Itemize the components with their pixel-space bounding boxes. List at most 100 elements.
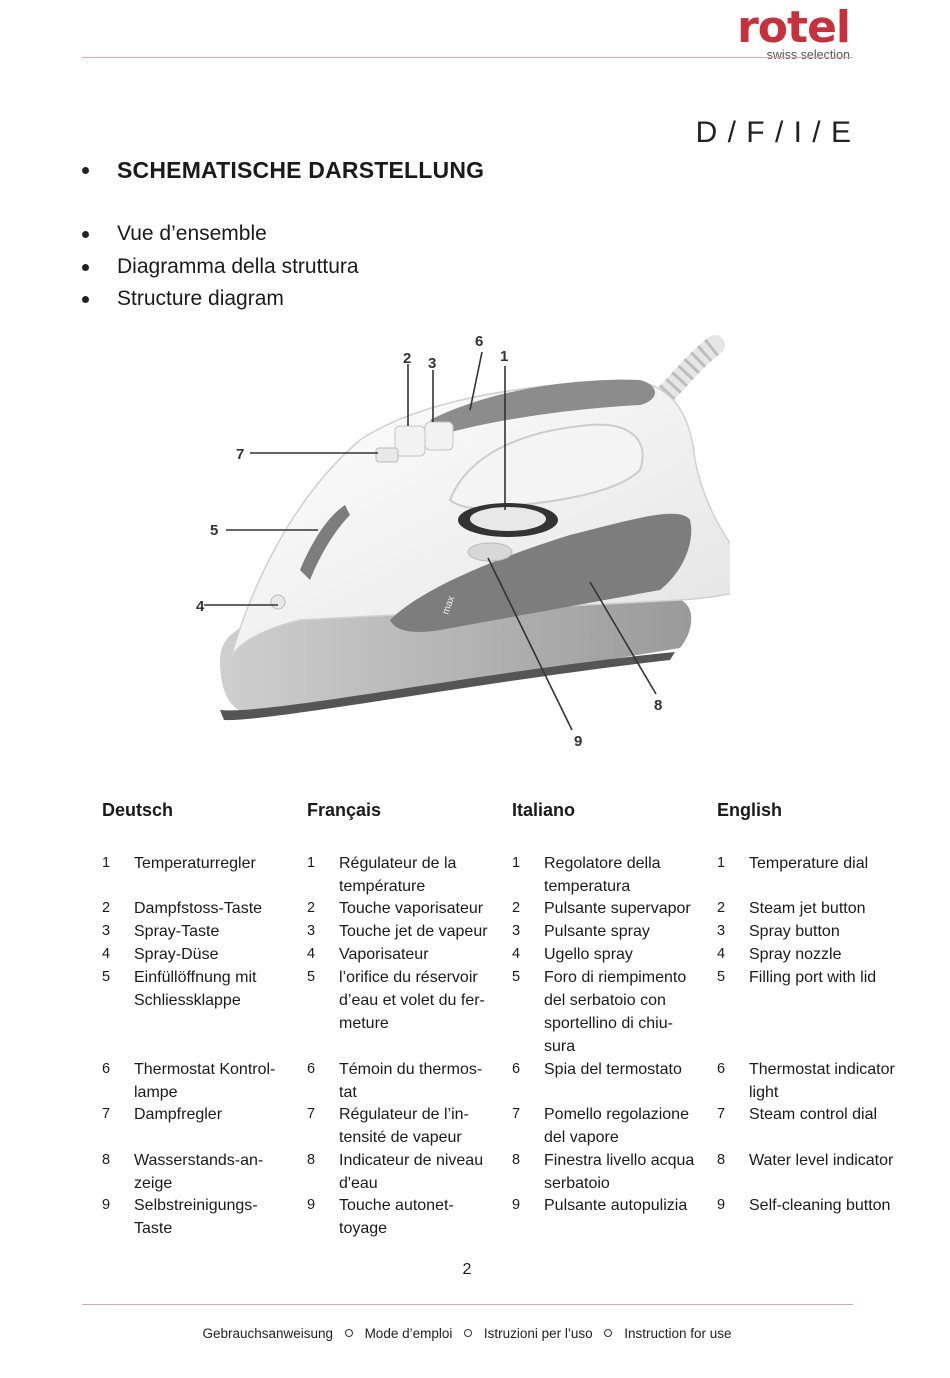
item-number: 1 bbox=[102, 855, 111, 871]
item-text: Régulateur de l’in-tensité de vapeur bbox=[339, 1106, 469, 1146]
callout-4: 4 bbox=[196, 598, 205, 615]
spray-nozzle bbox=[270, 594, 286, 610]
subheading-text: Structure diagram bbox=[117, 287, 284, 310]
filling-port bbox=[300, 505, 350, 580]
spray-button bbox=[424, 421, 454, 451]
item-text: Thermostat Kontrol-lampe bbox=[134, 1061, 276, 1101]
item-number: 6 bbox=[512, 1061, 521, 1077]
item-text: Touche vaporisateur bbox=[339, 900, 484, 917]
item-text: Thermostat indicator light bbox=[749, 1061, 895, 1101]
temperature-dial bbox=[458, 503, 558, 562]
item-text: Wasserstands-an-zeige bbox=[134, 1152, 264, 1192]
circle-separator-icon bbox=[344, 1329, 353, 1338]
bullet-icon bbox=[82, 263, 89, 271]
soleplate bbox=[220, 600, 692, 716]
water-tank-window bbox=[390, 513, 692, 632]
steam-jet-button bbox=[394, 425, 426, 457]
bullet-icon bbox=[82, 167, 89, 174]
grip-panel bbox=[430, 379, 655, 435]
column-header-en: English bbox=[717, 800, 783, 820]
footer-rule bbox=[82, 1304, 853, 1305]
column-header-it: Italiano bbox=[512, 800, 576, 820]
brand-logo: rotel swiss selection bbox=[737, 6, 851, 62]
item-text: Filling port with lid bbox=[749, 969, 877, 986]
item-number: 2 bbox=[512, 900, 521, 916]
item-text: Indicateur de niveau d'eau bbox=[339, 1152, 484, 1192]
item-text: Touche jet de vapeur bbox=[339, 923, 488, 940]
item-number: 5 bbox=[102, 969, 111, 985]
item-number: 3 bbox=[307, 923, 316, 939]
item-number: 5 bbox=[512, 969, 521, 985]
item-number: 4 bbox=[307, 946, 316, 962]
circle-separator-icon bbox=[604, 1329, 613, 1338]
column-header-fr: Français bbox=[307, 800, 382, 820]
item-text: Steam jet button bbox=[749, 900, 866, 917]
item-text: Pulsante autopulizia bbox=[544, 1197, 688, 1214]
callout-3: 3 bbox=[428, 355, 436, 372]
steam-control-dial bbox=[375, 447, 399, 463]
footer: Gebrauchsanweisung Mode d’emploi Istruzi… bbox=[0, 1326, 934, 1341]
bullet-icon bbox=[82, 230, 89, 238]
item-text: Spray nozzle bbox=[749, 946, 842, 963]
page-number: 2 bbox=[462, 1261, 472, 1278]
item-text: Spia del termostato bbox=[544, 1061, 682, 1078]
item-number: 3 bbox=[512, 923, 521, 939]
item-text: Régulateur de la température bbox=[339, 855, 457, 895]
steam-iron-illustration: max 1 2 3 4 5 6 7 8 9 bbox=[196, 333, 730, 750]
soleplate-edge bbox=[220, 652, 675, 721]
header-rule bbox=[82, 57, 853, 58]
item-number: 6 bbox=[102, 1061, 111, 1077]
item-number: 2 bbox=[717, 900, 726, 916]
item-text: Ugello spray bbox=[544, 946, 633, 963]
item-number: 6 bbox=[307, 1061, 316, 1077]
column-header-de: Deutsch bbox=[102, 800, 174, 820]
item-number: 8 bbox=[717, 1152, 726, 1168]
callout-8: 8 bbox=[654, 697, 662, 714]
item-number: 9 bbox=[307, 1197, 316, 1213]
item-number: 8 bbox=[307, 1152, 316, 1168]
callout-9: 9 bbox=[574, 733, 582, 750]
subheading-en: Structure diagram bbox=[82, 287, 284, 311]
item-text: Water level indicator bbox=[749, 1152, 894, 1169]
footer-item-en: Instruction for use bbox=[624, 1326, 732, 1341]
item-text: Finestra livello acqua serbatoio bbox=[544, 1152, 695, 1192]
item-number: 7 bbox=[512, 1106, 521, 1122]
subheading-it: Diagramma della struttura bbox=[82, 255, 359, 279]
item-number: 8 bbox=[102, 1152, 111, 1168]
item-text: Vaporisateur bbox=[339, 946, 429, 963]
subheading-text: Vue d’ensemble bbox=[117, 222, 267, 245]
item-number: 3 bbox=[102, 923, 111, 939]
item-number: 7 bbox=[717, 1106, 726, 1122]
brand-tagline: swiss selection bbox=[766, 48, 850, 62]
item-number: 5 bbox=[717, 969, 726, 985]
callout-5: 5 bbox=[210, 522, 218, 539]
item-number: 9 bbox=[717, 1197, 726, 1213]
item-text: Temperature dial bbox=[749, 855, 869, 872]
item-number: 8 bbox=[512, 1152, 521, 1168]
item-number: 9 bbox=[102, 1197, 111, 1213]
item-text: Spray-Taste bbox=[134, 923, 220, 940]
item-text: l’orifice du réservoir d’eau et volet du… bbox=[339, 969, 485, 1032]
callout-1: 1 bbox=[500, 348, 508, 365]
item-number: 2 bbox=[102, 900, 111, 916]
item-text: Pomello regolazione del vapore bbox=[544, 1106, 689, 1146]
callout-2: 2 bbox=[403, 350, 411, 367]
item-text: Spray button bbox=[749, 923, 840, 940]
item-number: 3 bbox=[717, 923, 726, 939]
item-text: Pulsante supervapor bbox=[544, 900, 691, 917]
item-text: Regolatore della temperatura bbox=[544, 855, 661, 895]
item-number: 1 bbox=[307, 855, 316, 871]
item-text: Pulsante spray bbox=[544, 923, 650, 940]
item-number: 6 bbox=[717, 1061, 726, 1077]
circle-separator-icon bbox=[464, 1329, 473, 1338]
item-number: 1 bbox=[717, 855, 726, 871]
callout-6: 6 bbox=[475, 333, 483, 350]
item-text: Témoin du thermos-tat bbox=[339, 1061, 483, 1101]
item-text: Dampfstoss-Taste bbox=[134, 900, 263, 917]
item-text: Self-cleaning button bbox=[749, 1197, 891, 1214]
item-text: Steam control dial bbox=[749, 1106, 878, 1123]
item-text: Einfüllöffnung mit Schliessklappe bbox=[134, 969, 257, 1009]
item-text: Dampfregler bbox=[134, 1106, 223, 1123]
item-number: 2 bbox=[307, 900, 316, 916]
subheading-text: Diagramma della struttura bbox=[117, 255, 359, 278]
